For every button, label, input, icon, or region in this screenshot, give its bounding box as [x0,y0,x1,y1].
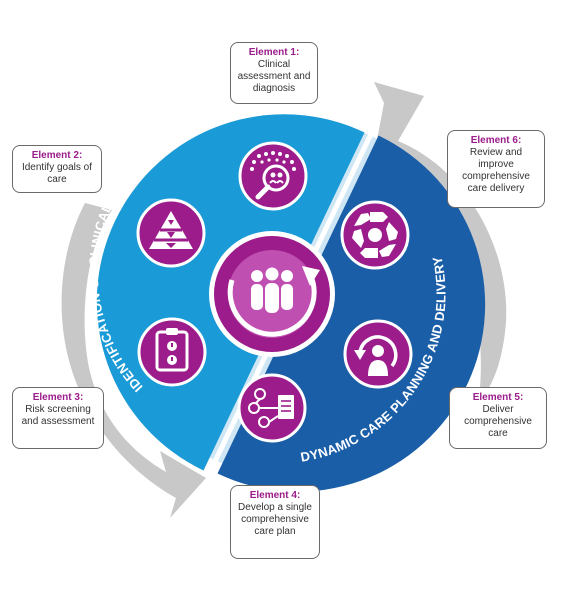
element-1-desc: Clinical assessment and diagnosis [237,59,311,94]
clipboard-alert-icon [137,317,207,387]
element-2-desc: Identify goals of care [21,162,93,185]
element-2-callout: Element 2: Identify goals of care [12,145,102,193]
element-1-title: Element 1: [248,47,300,58]
element-3-title: Element 3: [32,392,84,403]
element-4-callout: Element 4: Develop a single comprehensiv… [230,485,320,559]
element-3-desc: Risk screening and assessment [21,404,95,427]
element-5-desc: Deliver comprehensive care [464,404,532,439]
element-5-title: Element 5: [472,392,524,403]
magnifier-people-icon [238,141,308,211]
element-1-callout: Element 1: Clinical assessment and diagn… [230,42,318,104]
gray-arc-bottom-left [61,203,206,518]
element-6-callout: Element 6: Review and improve comprehens… [447,130,545,208]
element-4-title: Element 4: [249,490,301,501]
person-cycle-icon [343,319,413,389]
pyramid-icon [136,198,206,268]
cycle-arrows-icon [340,200,410,270]
team-people-arrow-icon [209,231,335,357]
element-5-callout: Element 5: Deliver comprehensive care [449,387,547,449]
element-2-title: Element 2: [31,150,83,161]
flowchart-document-icon [237,373,307,443]
element-6-title: Element 6: [470,135,522,146]
element-4-desc: Develop a single comprehensive care plan [238,502,312,537]
element-6-desc: Review and improve comprehensive care de… [462,147,530,194]
element-3-callout: Element 3: Risk screening and assessment [12,387,104,449]
